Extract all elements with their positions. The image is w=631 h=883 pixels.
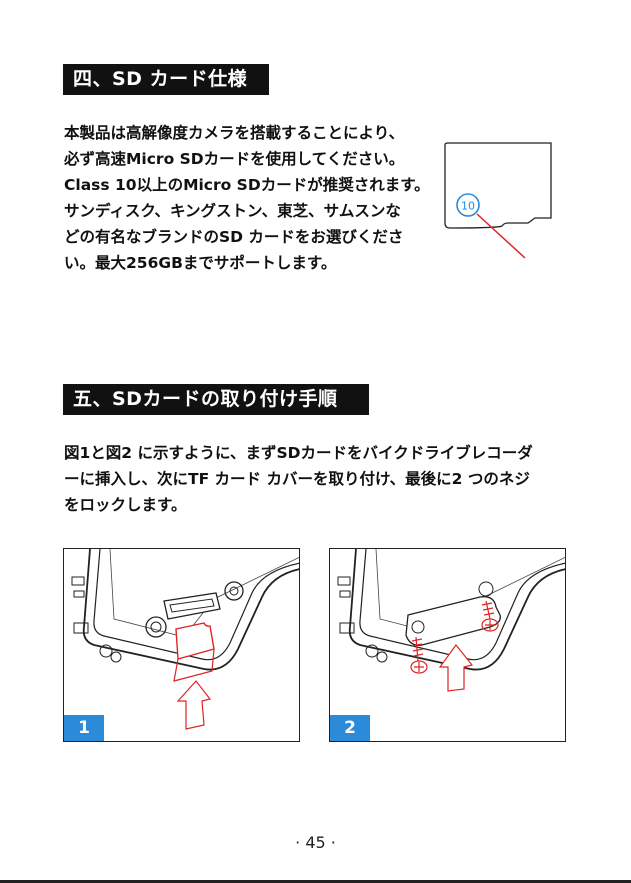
figure-number-badge: 1	[64, 715, 104, 741]
section-4-paragraph: 本製品は高解像度カメラを搭載することにより、 必ず高速Micro SDカードを使…	[64, 120, 430, 276]
paragraph-line: 本製品は高解像度カメラを搭載することにより、	[64, 120, 430, 146]
figure-2-drawing	[330, 549, 566, 742]
insert-arrow	[178, 681, 210, 729]
paragraph-line: 必ず高速Micro SDカードを使用してください。	[64, 146, 430, 172]
figure-number-badge: 2	[330, 715, 370, 741]
paragraph-line: サンディスク、キングストン、東芝、サムスンな	[64, 198, 430, 224]
section-5-heading: 五、SDカードの取り付け手順	[63, 384, 369, 415]
paragraph-line: い。最大256GBまでサポートします。	[64, 250, 430, 276]
paragraph-line: 図1と図2 に示すように、まずSDカードをバイクドライブレコーダ	[64, 440, 533, 466]
paragraph-line: をロックします。	[64, 492, 533, 518]
sd-card-red	[176, 623, 214, 659]
figure-2-attach-cover: 2	[329, 548, 566, 742]
micro-sd-card-illustration: 10	[440, 140, 560, 265]
figure-1-drawing	[64, 549, 300, 742]
paragraph-line: Class 10以上のMicro SDカードが推奨されます。	[64, 172, 430, 198]
speed-class-label: 10	[461, 200, 475, 213]
figure-1-insert-card: 1	[63, 548, 300, 742]
paragraph-line: ーに挿入し、次にTF カード カバーを取り付け、最後に2 つのネジ	[64, 466, 533, 492]
paragraph-line: どの有名なブランドのSD カードをお選びくださ	[64, 224, 430, 250]
page-number: · 45 ·	[0, 833, 631, 852]
section-4-heading: 四、SD カード仕様	[63, 64, 269, 95]
speed-class-badge: 10	[457, 194, 479, 216]
section-5-paragraph: 図1と図2 に示すように、まずSDカードをバイクドライブレコーダ ーに挿入し、次…	[64, 440, 533, 518]
